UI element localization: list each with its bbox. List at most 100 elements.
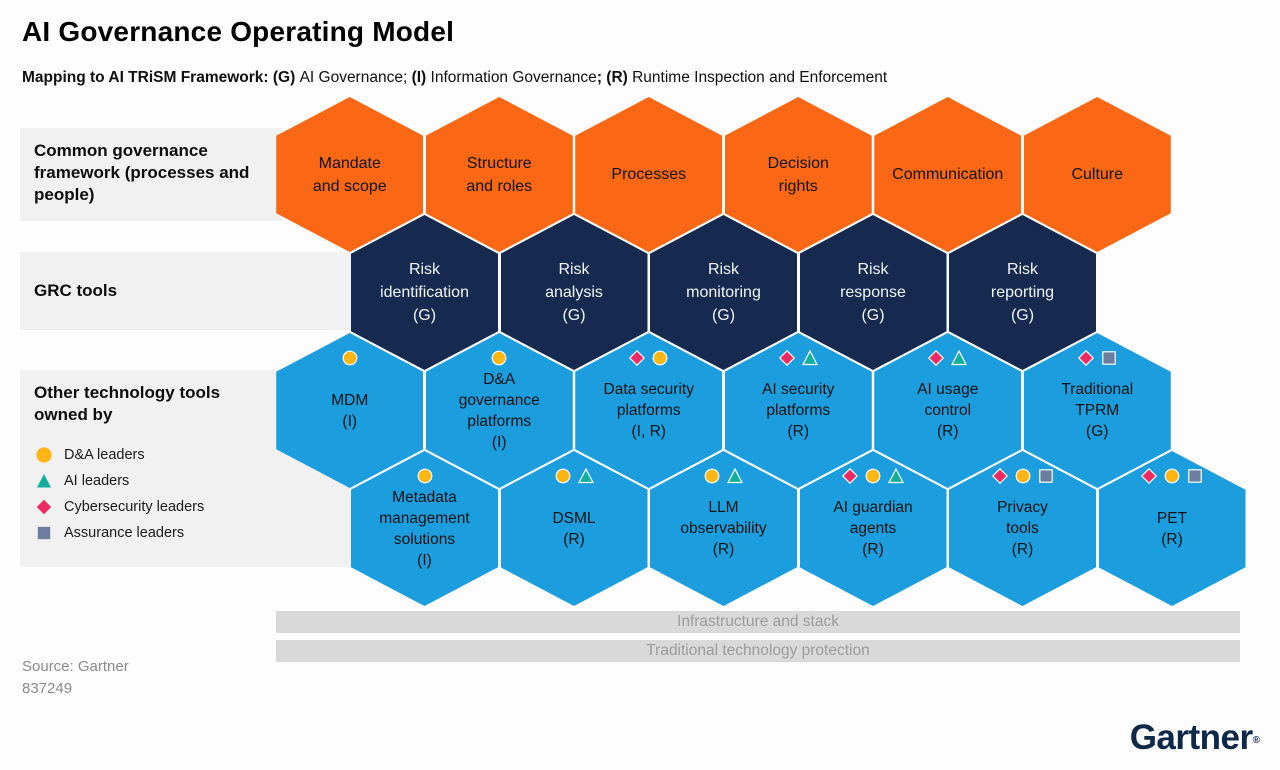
- circle-marker-icon: [704, 468, 720, 484]
- hex-dsml-r: DSML (R): [500, 451, 648, 606]
- hex-owner-markers: [874, 350, 1021, 366]
- hex-communication: Communication: [874, 97, 1022, 252]
- legend-item-label: AI leaders: [64, 473, 130, 489]
- hex-label: AI usage control (R): [917, 381, 979, 440]
- hex-label: Privacy tools (R): [997, 499, 1048, 558]
- subtitle-segment: Runtime Inspection and Enforcement: [632, 69, 888, 86]
- hex-label: Risk monitoring (G): [686, 261, 761, 324]
- circle-marker-icon: [865, 468, 881, 484]
- hex-label: Risk identification (G): [380, 261, 469, 324]
- hex-ai-guardian-agents-r: AI guardian agents (R): [799, 451, 947, 606]
- hex-owner-markers: [1024, 350, 1171, 366]
- hex-d-a-governance-platforms-i: D&A governance platforms (I): [425, 333, 573, 488]
- triangle-marker-icon: [888, 468, 904, 484]
- hex-label: PET (R): [1156, 509, 1188, 548]
- square-marker-icon: [1038, 469, 1053, 483]
- hex-label: Risk reporting (G): [990, 261, 1055, 324]
- legend-marker: [34, 446, 53, 464]
- hex-label: DSML (R): [552, 509, 596, 548]
- hex-llm-observability-r: LLM observability (R): [650, 451, 797, 606]
- circle-marker-icon: [342, 350, 358, 366]
- legend-item-label: D&A leaders: [64, 447, 145, 463]
- hex-processes: Processes: [575, 97, 723, 252]
- circle-marker-icon: [555, 468, 570, 484]
- hex-decision-rights: Decision rights: [724, 97, 872, 252]
- hex-label: Risk response (G): [840, 261, 906, 324]
- traditional-technology-protection-bar: Traditional technology protection: [276, 640, 1240, 662]
- legend-item-circle: D&A leaders: [34, 442, 350, 468]
- triangle-marker-icon: [801, 350, 818, 366]
- hex-risk-analysis-g: Risk analysis (G): [500, 215, 648, 370]
- triangle-marker-icon: [951, 350, 968, 366]
- hex-label: Decision rights: [767, 154, 829, 195]
- legend-marker: [34, 525, 53, 541]
- legend-marker: [34, 473, 53, 489]
- hex-owner-markers: [575, 350, 722, 366]
- hex-label: Risk analysis (G): [545, 261, 603, 324]
- hex-risk-identification-g: Risk identification (G): [351, 215, 498, 370]
- band-grc-tools-label: GRC tools: [34, 281, 118, 300]
- square-marker-icon: [1188, 469, 1202, 483]
- legend-heading: Other technology tools owned by: [34, 383, 221, 424]
- legend-item-label: Cybersecurity leaders: [64, 499, 205, 515]
- hex-label: Processes: [611, 166, 687, 183]
- triangle-marker-icon: [36, 474, 51, 488]
- hex-owner-markers: [650, 468, 797, 484]
- hex-label: D&A governance platforms (I): [458, 370, 540, 451]
- subtitle-segment: (I): [411, 69, 431, 86]
- triangle-marker-icon: [577, 468, 594, 484]
- legend-item-triangle: AI leaders: [34, 468, 350, 494]
- circle-marker-icon: [417, 468, 432, 484]
- hex-ai-usage-control-r: AI usage control (R): [874, 333, 1022, 488]
- hex-label: Data security platforms (I, R): [603, 381, 694, 440]
- hex-owner-markers: [949, 468, 1096, 484]
- subtitle-segment: ; (R): [596, 69, 633, 86]
- band-other-technology-tools: Other technology tools owned by D&A lead…: [20, 370, 350, 567]
- square-marker-icon: [1101, 351, 1116, 365]
- band-grc-tools: GRC tools: [20, 252, 352, 330]
- circle-marker-icon: [491, 350, 507, 366]
- legend-item-diamond: Cybersecurity leaders: [34, 494, 350, 520]
- hex-owner-markers: [426, 350, 573, 366]
- hex-owner-markers: [725, 350, 872, 366]
- hex-label: Communication: [892, 166, 1004, 183]
- hex-label: LLM observability (R): [680, 499, 767, 558]
- hex-data-security-platforms-i-r: Data security platforms (I, R): [575, 333, 723, 488]
- source-note: Source: Gartner 837249: [22, 656, 129, 700]
- diamond-marker-icon: [778, 350, 795, 366]
- registered-mark-icon: ®: [1252, 735, 1260, 746]
- source-id: 837249: [22, 680, 73, 697]
- page-title: AI Governance Operating Model: [22, 16, 455, 47]
- hex-privacy-tools-r: Privacy tools (R): [949, 451, 1096, 606]
- hex-structure-and-roles: Structure and roles: [425, 97, 573, 252]
- diamond-marker-icon: [1077, 350, 1094, 366]
- circle-marker-icon: [1015, 468, 1030, 484]
- legend-item-label: Assurance leaders: [64, 525, 185, 541]
- hex-pet-r: PET (R): [1098, 451, 1246, 606]
- hex-label: AI guardian agents (R): [833, 499, 913, 558]
- band-common-governance-label: Common governance framework (processes a…: [34, 141, 250, 204]
- band-common-governance: Common governance framework (processes a…: [20, 128, 283, 221]
- gartner-logo-text: Gartner: [1129, 718, 1253, 757]
- diamond-marker-icon: [629, 350, 646, 366]
- hex-label: AI security platforms (R): [762, 381, 835, 440]
- square-marker-icon: [37, 526, 50, 540]
- circle-marker-icon: [1164, 468, 1180, 484]
- circle-marker-icon: [35, 447, 52, 463]
- hex-owner-markers: [501, 468, 648, 484]
- subtitle-segment: AI Governance;: [299, 69, 412, 86]
- hex-traditional-tprm-g: Traditional TPRM (G): [1023, 333, 1171, 488]
- subtitle-segment: Mapping to AI TRiSM Framework: (G): [22, 69, 300, 86]
- hex-culture: Culture: [1023, 97, 1171, 252]
- triangle-marker-icon: [727, 468, 743, 484]
- hex-mandate-and-scope: Mandate and scope: [276, 97, 424, 252]
- hex-risk-reporting-g: Risk reporting (G): [949, 215, 1096, 370]
- hex-label: Mandate and scope: [312, 154, 387, 195]
- hex-ai-security-platforms-r: AI security platforms (R): [724, 333, 872, 488]
- diamond-marker-icon: [928, 350, 945, 366]
- hex-label: Culture: [1071, 166, 1124, 183]
- subtitle-segment: Information Governance: [430, 69, 597, 86]
- hex-label: Structure and roles: [466, 154, 533, 195]
